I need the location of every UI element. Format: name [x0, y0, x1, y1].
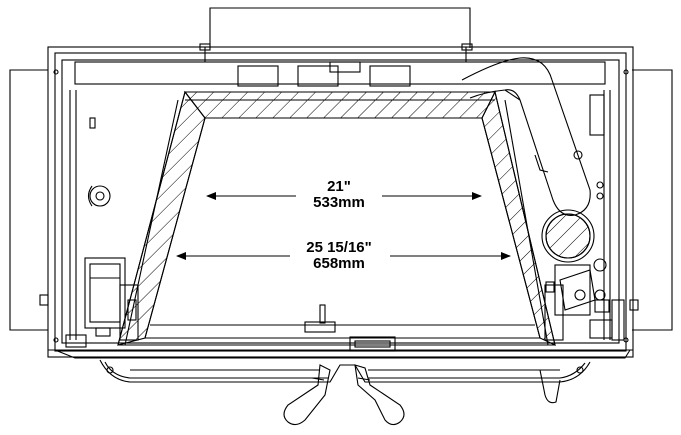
flue-pipe [461, 57, 591, 216]
left-handle [283, 364, 331, 426]
frame-brackets [119, 281, 564, 341]
dimension-top-metric: 533mm [313, 194, 365, 211]
gas-port [541, 209, 595, 263]
bottom-trim [54, 349, 631, 404]
right-framing-box [632, 69, 673, 331]
top-framing-box [209, 7, 471, 48]
right-handle [354, 364, 405, 426]
left-framing-box [9, 69, 48, 331]
dimension-bottom-metric: 658mm [313, 255, 365, 272]
left-side-details [39, 90, 126, 348]
dimension-top: 21" 533mm [206, 178, 482, 211]
bottom-details [150, 304, 535, 352]
right-side-details [534, 90, 639, 341]
firebox-liner [117, 90, 556, 346]
dimension-bottom: 25 15/16" 658mm [176, 239, 511, 272]
frame-screws [53, 69, 629, 343]
top-header-strip [74, 43, 606, 87]
dimension-bottom-imperial: 25 15/16" [306, 239, 372, 256]
outer-frame [47, 46, 634, 358]
dimension-top-imperial: 21" [327, 178, 351, 195]
